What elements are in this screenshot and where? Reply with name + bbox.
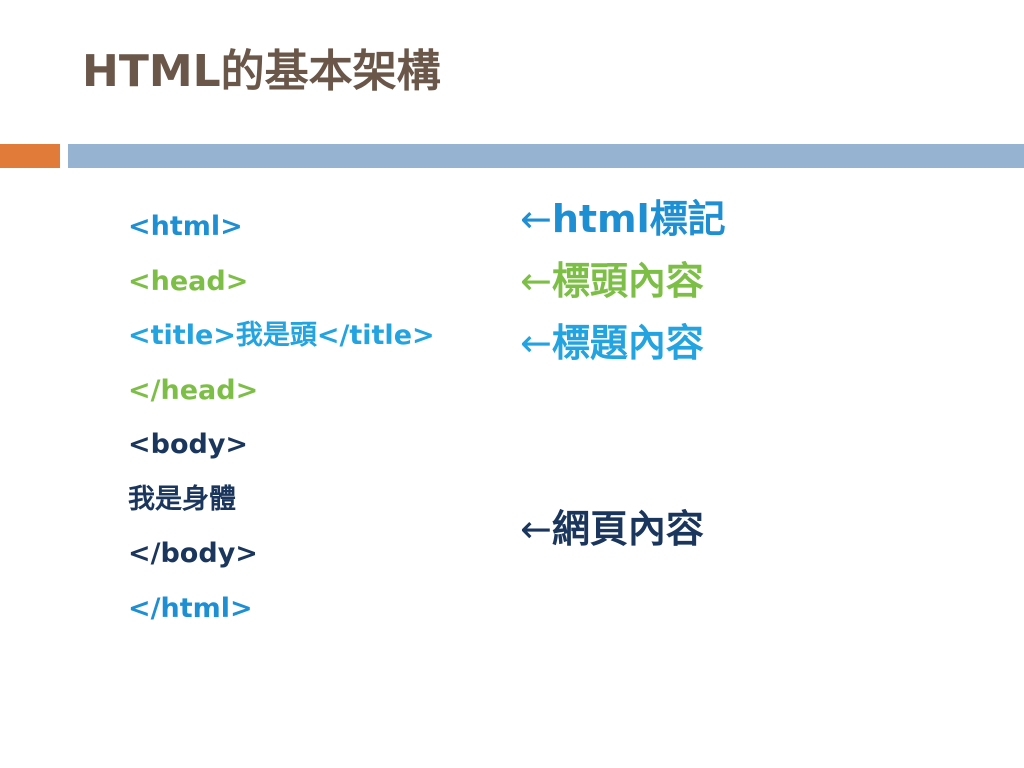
code-block: <html> <head> <title>我是頭</title> </head>… <box>128 200 518 636</box>
code-line-body-close: </body> <box>128 538 258 569</box>
note-label: html標記 <box>551 197 726 241</box>
code-line-body-content: 我是身體 <box>128 483 236 515</box>
note-head-content: ←標頭內容 <box>520 262 704 300</box>
code-line-html-close: </html> <box>128 592 253 624</box>
note-page-content: ←網頁內容 <box>520 510 704 548</box>
code-line-body-open: <body> <box>128 429 249 460</box>
left-arrow-icon: ← <box>520 321 552 365</box>
note-label: 標題內容 <box>551 321 704 365</box>
note-label: 標頭內容 <box>551 259 704 303</box>
left-arrow-icon: ← <box>520 507 552 551</box>
left-arrow-icon: ← <box>520 197 552 241</box>
code-line-head-open: <head> <box>128 265 249 297</box>
left-arrow-icon: ← <box>520 259 552 303</box>
code-line-html-open: <html> <box>128 211 243 242</box>
code-line-title: <title>我是頭</title> <box>128 320 435 351</box>
code-line-head-close: </head> <box>128 374 259 406</box>
note-label: 網頁內容 <box>551 507 704 551</box>
slide-title: HTML的基本架構 <box>82 46 441 97</box>
note-title-content: ←標題內容 <box>520 324 704 362</box>
note-html-tag: ←html標記 <box>520 200 726 238</box>
title-divider-bar <box>68 144 1024 168</box>
accent-bar <box>0 144 60 168</box>
